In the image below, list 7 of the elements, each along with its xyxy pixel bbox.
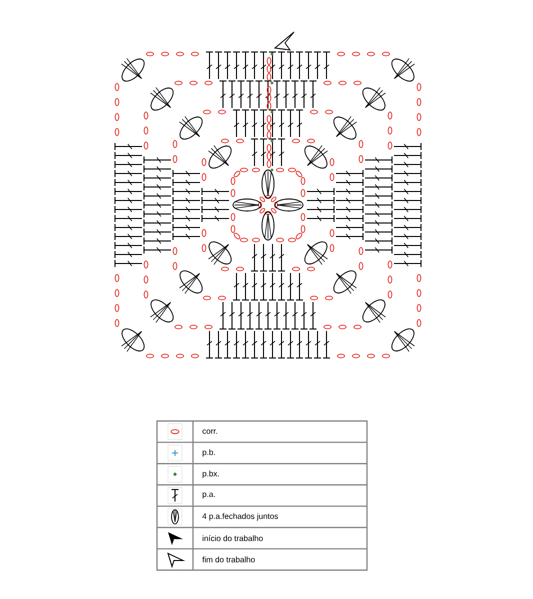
- legend-label: p.bx.: [202, 470, 219, 478]
- legend-label: início do trabalho: [202, 535, 263, 542]
- legend-label: fim do trabalho: [202, 556, 255, 562]
- legend-label: p.a.: [202, 492, 215, 499]
- legend-label: p.b.: [202, 449, 215, 457]
- legend-label: 4 p.a.fechados juntos: [202, 513, 278, 521]
- legend-label: corr.: [202, 429, 218, 434]
